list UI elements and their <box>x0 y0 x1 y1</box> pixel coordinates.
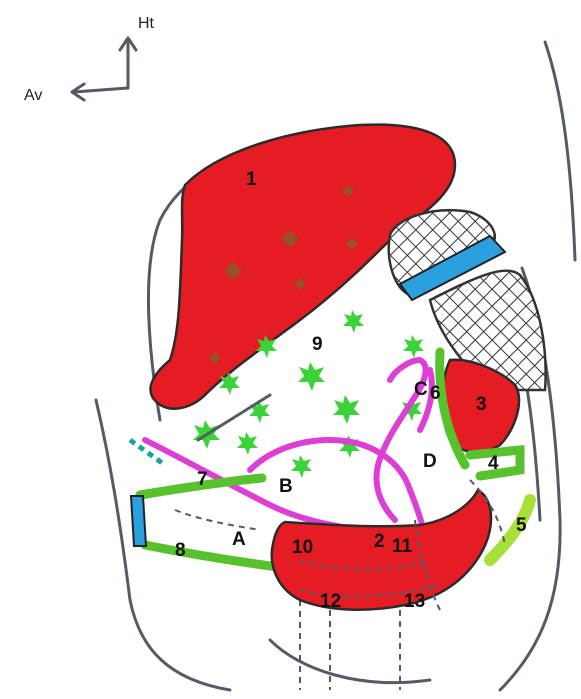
label-9: 9 <box>312 334 323 355</box>
up-label: Ht <box>138 15 155 32</box>
label-1: 1 <box>246 169 257 190</box>
label-A: A <box>232 529 246 550</box>
dashed-lines-lower <box>300 600 400 690</box>
up-arrow-icon <box>120 38 136 88</box>
pubic-bone-blue <box>131 496 146 546</box>
label-11: 11 <box>392 536 413 557</box>
label-4: 4 <box>488 453 499 474</box>
label-5: 5 <box>516 515 527 536</box>
orientation-indicator: Ht Av <box>24 15 155 104</box>
label-C: C <box>414 379 428 400</box>
left-label: Av <box>24 87 42 104</box>
pelvic-floor-muscle: 10 2 11 12 13 <box>272 490 491 612</box>
ligament-8 <box>145 545 285 568</box>
label-10: 10 <box>292 537 313 558</box>
label-7: 7 <box>197 469 208 490</box>
label-3: 3 <box>476 394 487 415</box>
dash-region-a <box>175 510 260 530</box>
left-arrow-icon <box>72 84 128 100</box>
label-8: 8 <box>175 540 186 561</box>
label-13: 13 <box>404 591 425 612</box>
label-6: 6 <box>430 383 441 404</box>
label-12: 12 <box>320 591 341 612</box>
label-D: D <box>423 451 437 472</box>
label-2: 2 <box>374 531 385 552</box>
perineum-contour <box>270 640 430 683</box>
outer-contour-right <box>545 42 575 260</box>
label-B: B <box>279 476 293 497</box>
